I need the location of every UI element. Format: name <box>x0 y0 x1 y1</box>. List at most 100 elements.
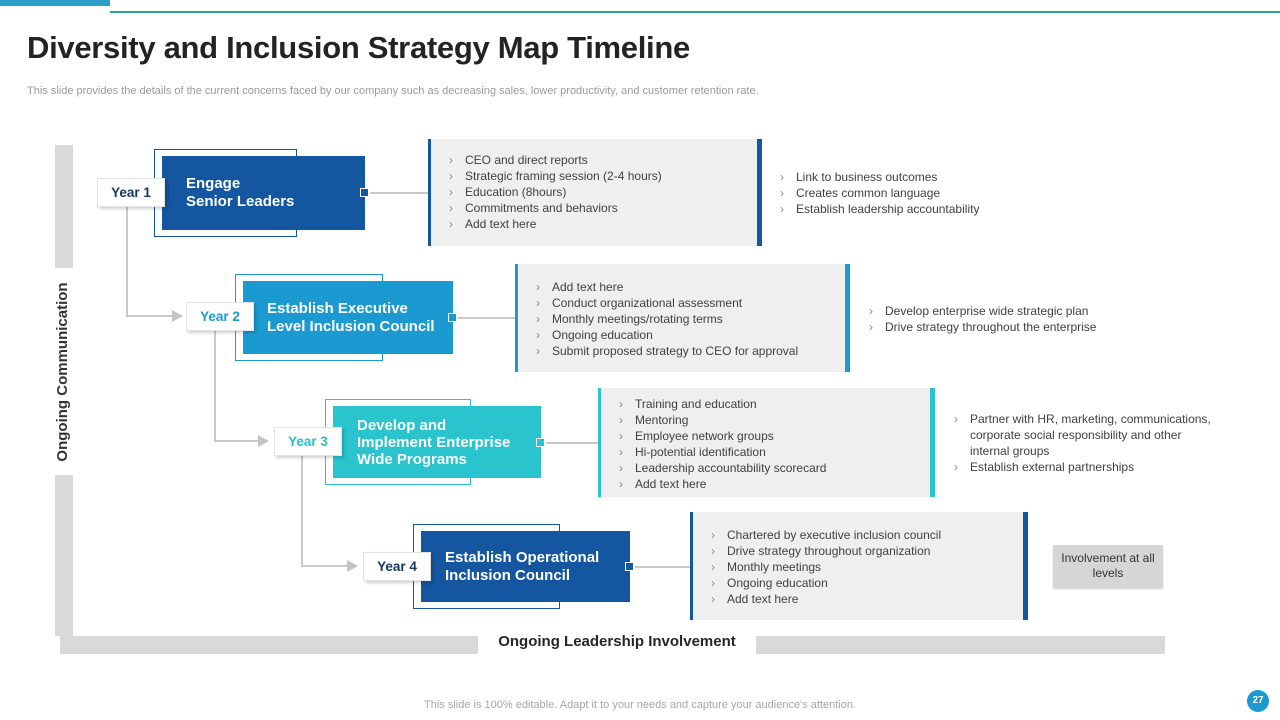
chevron-bullet-icon: › <box>449 169 453 183</box>
row4-year-chip: Year 4 <box>363 552 431 581</box>
list-item: ›Partner with HR, marketing, communicati… <box>954 412 1211 458</box>
list-item: ›Add text here <box>619 477 707 491</box>
list-item: ›Establish leadership accountability <box>780 202 980 216</box>
row2-connector-square <box>448 313 457 322</box>
row4-title-line1: Establish Operational <box>445 548 600 566</box>
chevron-bullet-icon: › <box>711 592 715 606</box>
row1-year-chip: Year 1 <box>97 178 165 207</box>
chevron-bullet-icon: › <box>619 413 623 427</box>
list-item: ›Ongoing education <box>536 328 653 342</box>
chevron-bullet-icon: › <box>780 170 784 184</box>
list-item: ›Submit proposed strategy to CEO for app… <box>536 344 799 358</box>
chevron-bullet-icon: › <box>536 296 540 310</box>
page-number-badge: 27 <box>1247 690 1269 712</box>
row3-year-chip: Year 3 <box>274 427 342 456</box>
list-item: ›Creates common language <box>780 186 941 200</box>
elbow2-horizontal <box>214 440 258 442</box>
chevron-bullet-icon: › <box>869 304 873 318</box>
list-item: ›Develop enterprise wide strategic plan <box>869 304 1089 318</box>
chevron-bullet-icon: › <box>954 412 958 426</box>
row2-title-line1: Establish Executive <box>267 299 408 317</box>
row1-title-box: Engage Senior Leaders <box>162 156 365 230</box>
elbow2-vertical <box>214 331 216 442</box>
row2-bullet-list: ›Add text here ›Conduct organizational a… <box>518 279 845 359</box>
row1-side-list: ›Link to business outcomes ›Creates comm… <box>778 169 1098 217</box>
row3-bullet-list: ›Training and education ›Mentoring ›Empl… <box>601 396 930 492</box>
list-item: ›CEO and direct reports <box>449 153 588 167</box>
list-item: ›Add text here <box>711 592 799 606</box>
chevron-bullet-icon: › <box>954 460 958 474</box>
row4-connector-square <box>625 562 634 571</box>
vertical-rail-label: Ongoing Communication <box>54 282 71 462</box>
page-subtitle: This slide provides the details of the c… <box>27 85 759 97</box>
list-item: ›Conduct organizational assessment <box>536 296 743 310</box>
chevron-bullet-icon: › <box>449 153 453 167</box>
row1-detail-panel: ›CEO and direct reports ›Strategic frami… <box>428 139 762 246</box>
row2-side-notes: ›Develop enterprise wide strategic plan … <box>867 303 1197 335</box>
chevron-bullet-icon: › <box>869 320 873 334</box>
row4-title-line2: Inclusion Council <box>445 566 571 584</box>
row3-title-box: Develop and Implement Enterprise Wide Pr… <box>333 406 541 478</box>
row2-connector-line <box>458 317 515 319</box>
list-item: ›Leadership accountability scorecard <box>619 461 827 475</box>
elbow2-arrowhead-icon <box>258 435 269 447</box>
row2-year-chip: Year 2 <box>186 302 254 331</box>
chevron-bullet-icon: › <box>711 528 715 542</box>
row3-detail-panel: ›Training and education ›Mentoring ›Empl… <box>598 388 935 497</box>
list-item: ›Monthly meetings <box>711 560 822 574</box>
row1-connector-line <box>370 192 428 194</box>
elbow3-horizontal <box>301 565 347 567</box>
elbow1-arrowhead-icon <box>172 310 183 322</box>
top-accent-line <box>110 11 1280 13</box>
row3-side-list: ›Partner with HR, marketing, communicati… <box>952 411 1220 475</box>
list-item: ›Strategic framing session (2-4 hours) <box>449 169 662 183</box>
list-item: ›Drive strategy throughout organization <box>711 544 931 558</box>
list-item: ›Mentoring <box>619 413 689 427</box>
vertical-rail-bottom <box>55 475 73 636</box>
list-item: ›Hi-potential identification <box>619 445 766 459</box>
row3-side-notes: ›Partner with HR, marketing, communicati… <box>952 411 1220 475</box>
chevron-bullet-icon: › <box>619 461 623 475</box>
row2-detail-panel: ›Add text here ›Conduct organizational a… <box>515 264 850 372</box>
list-item: ›Monthly meetings/rotating terms <box>536 312 723 326</box>
row4-detail-panel: ›Chartered by executive inclusion counci… <box>690 512 1028 620</box>
elbow1-vertical <box>126 207 128 317</box>
list-item: ›Add text here <box>449 217 537 231</box>
chevron-bullet-icon: › <box>780 202 784 216</box>
elbow3-vertical <box>301 456 303 567</box>
page-title: Diversity and Inclusion Strategy Map Tim… <box>27 30 690 65</box>
chevron-bullet-icon: › <box>619 477 623 491</box>
row1-title-line2: Senior Leaders <box>186 193 295 210</box>
row3-connector-square <box>536 438 545 447</box>
list-item: ›Education (8hours) <box>449 185 567 199</box>
chevron-bullet-icon: › <box>619 429 623 443</box>
chevron-bullet-icon: › <box>449 217 453 231</box>
elbow1-horizontal <box>126 315 172 317</box>
vertical-rail-top <box>55 145 73 268</box>
list-item: ›Ongoing education <box>711 576 828 590</box>
involvement-note-box: Involvement at all levels <box>1053 545 1163 587</box>
horizontal-rail-label: Ongoing Leadership Involvement <box>478 629 756 655</box>
row4-bullet-list: ›Chartered by executive inclusion counci… <box>693 527 1023 607</box>
row1-bullet-list: ›CEO and direct reports ›Strategic frami… <box>431 152 757 232</box>
list-item: ›Chartered by executive inclusion counci… <box>711 528 942 542</box>
list-item: ›Add text here <box>536 280 624 294</box>
chevron-bullet-icon: › <box>449 185 453 199</box>
chevron-bullet-icon: › <box>536 312 540 326</box>
list-item: ›Training and education <box>619 397 757 411</box>
footer-text: This slide is 100% editable. Adapt it to… <box>424 699 856 711</box>
row1-side-notes: ›Link to business outcomes ›Creates comm… <box>778 169 1098 217</box>
row4-title-box: Establish Operational Inclusion Council <box>421 531 630 602</box>
chevron-bullet-icon: › <box>619 397 623 411</box>
chevron-bullet-icon: › <box>711 544 715 558</box>
list-item: ›Employee network groups <box>619 429 774 443</box>
row3-title-line1: Develop and <box>357 416 447 434</box>
row2-title-box: Establish Executive Level Inclusion Coun… <box>243 281 453 354</box>
chevron-bullet-icon: › <box>536 328 540 342</box>
list-item: ›Commitments and behaviors <box>449 201 618 215</box>
top-accent-bar <box>0 0 110 6</box>
row3-title-line3: Wide Programs <box>357 450 467 468</box>
chevron-bullet-icon: › <box>449 201 453 215</box>
list-item: ›Drive strategy throughout the enterpris… <box>869 320 1097 334</box>
chevron-bullet-icon: › <box>619 445 623 459</box>
